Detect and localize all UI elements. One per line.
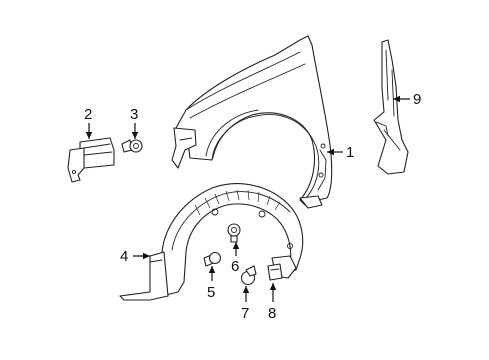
retainer-part	[267, 263, 283, 281]
callout-7: 7	[241, 305, 249, 322]
leader-lines	[85, 95, 410, 302]
screw-part	[203, 251, 222, 267]
callout-4: 4	[120, 248, 128, 265]
fender-part	[171, 35, 333, 209]
push-clip-part	[121, 139, 143, 153]
splash-shield-part	[373, 39, 409, 175]
callout-8: 8	[268, 305, 276, 322]
nut-part	[240, 265, 257, 286]
callout-labels: 1 2 3 4 5 6 7 8 9	[84, 91, 421, 322]
fender-liner-part	[119, 183, 304, 301]
callout-3: 3	[130, 106, 138, 123]
callout-2: 2	[84, 106, 92, 123]
callout-1: 1	[346, 144, 354, 161]
callout-9: 9	[413, 91, 421, 108]
bracket-part	[67, 137, 115, 183]
callout-5: 5	[207, 284, 215, 301]
bolt-part	[227, 223, 241, 243]
callout-6: 6	[231, 258, 239, 275]
